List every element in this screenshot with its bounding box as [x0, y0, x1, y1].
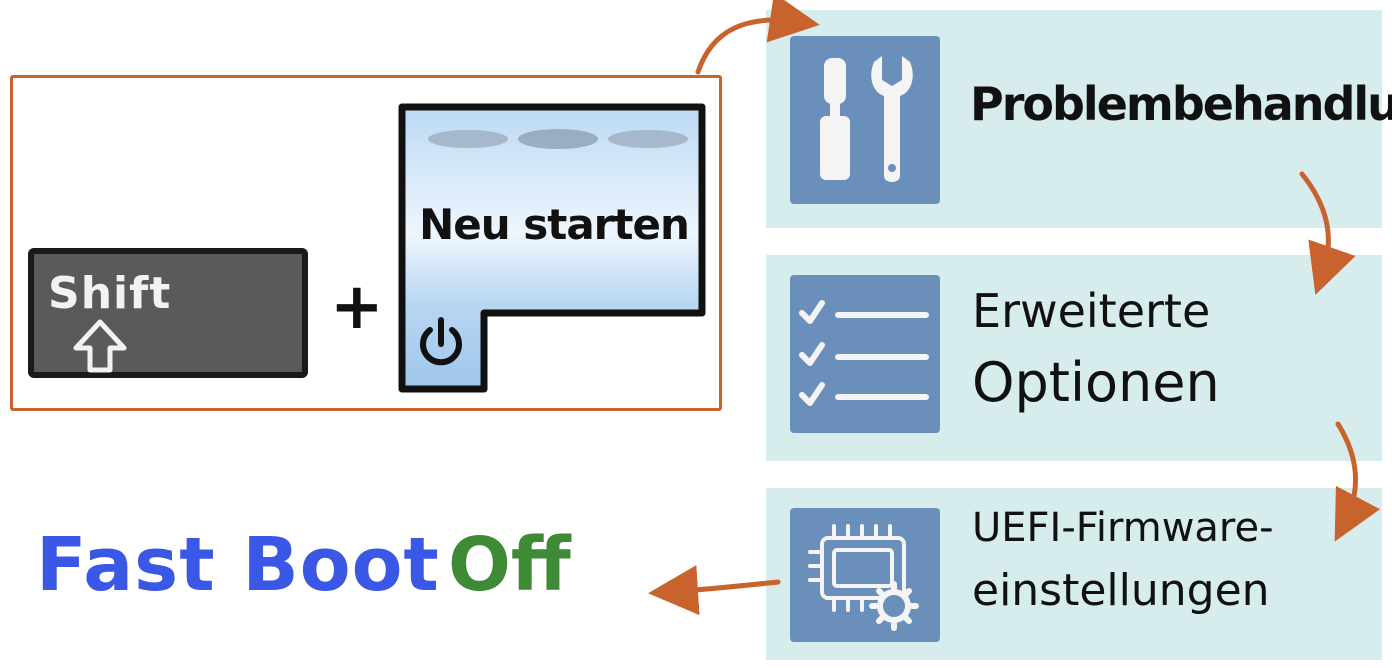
- chip-gear-icon: [790, 508, 940, 642]
- restart-label: Neu starten: [419, 200, 690, 249]
- checklist-icon: [790, 275, 940, 433]
- tools-icon: [790, 36, 940, 204]
- power-icon: [420, 317, 462, 366]
- plus-sign: +: [330, 270, 384, 344]
- arrow-uefi-to-fast-boot: [648, 565, 781, 616]
- step-label-uefi-line1: UEFI-Firmware-: [972, 505, 1274, 551]
- step-label-uefi-line2: einstellungen: [972, 565, 1270, 616]
- fast-boot-setting-label: Fast Boot: [36, 522, 440, 608]
- step-label-troubleshoot: Problembehandlung: [970, 77, 1392, 131]
- shift-arrow-icon: [73, 319, 127, 373]
- step-label-advanced-line2: Optionen: [972, 351, 1220, 414]
- shift-key-label: Shift: [48, 268, 172, 319]
- restart-panel: [398, 103, 706, 393]
- arrow-troubleshoot-to-advanced: [1299, 171, 1356, 295]
- fast-boot-value-label: Off: [448, 522, 571, 608]
- step-label-advanced-line1: Erweiterte: [972, 284, 1211, 338]
- shortcut-frame: [10, 75, 722, 411]
- arrow-frame-to-troubleshoot: [695, 0, 820, 75]
- arrow-advanced-to-uefi: [1334, 421, 1381, 542]
- shift-key: Shift: [28, 248, 308, 378]
